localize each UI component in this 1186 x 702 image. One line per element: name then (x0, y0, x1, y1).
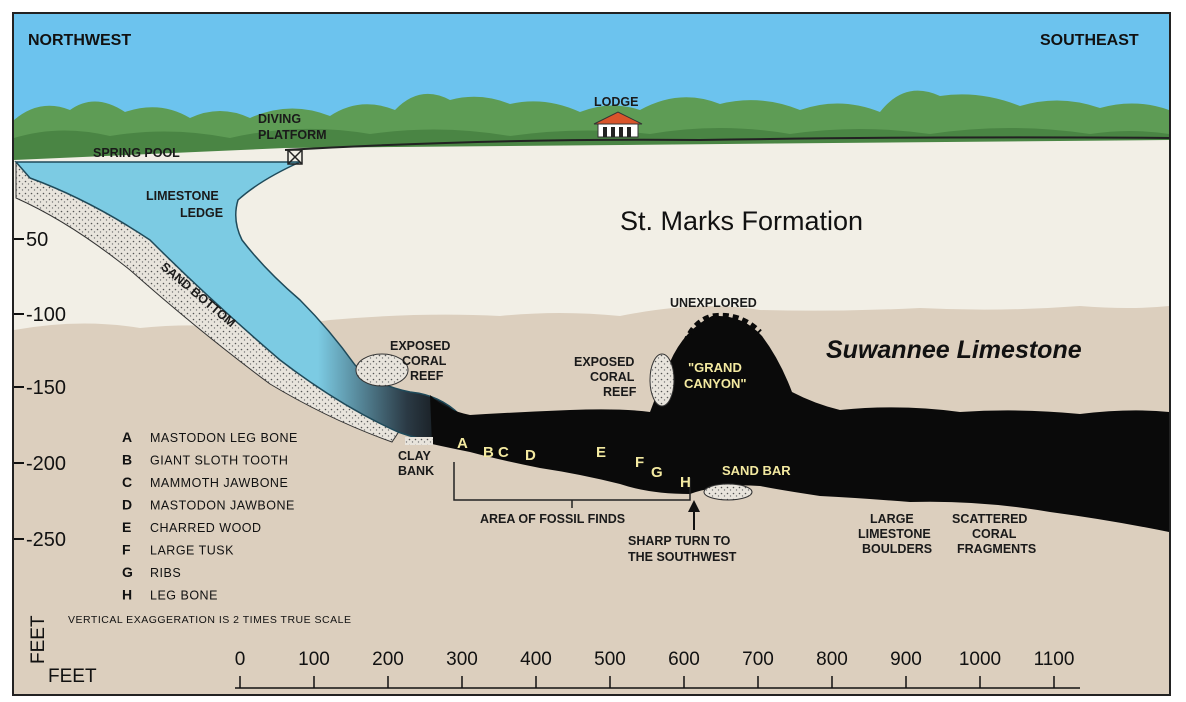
spring-water (14, 161, 461, 443)
depth-tick-label: -250 (26, 529, 66, 551)
fossil-marker-c: C (498, 444, 509, 461)
label-boulders-1: LARGE (870, 512, 914, 526)
unexplored-boundary (679, 312, 762, 353)
distance-tick-label: 200 (372, 649, 404, 670)
distance-tick-label: 300 (446, 649, 478, 670)
diving-platform-icon (287, 149, 303, 165)
label-clay-bank-1: CLAY (398, 449, 432, 463)
depth-tick-label: -100 (26, 304, 66, 326)
label-diving-platform-2: PLATFORM (258, 128, 327, 142)
formation-st-marks: St. Marks Formation (620, 206, 863, 236)
legend-letter-b: B (122, 452, 132, 468)
distance-tick-label: 1000 (959, 649, 1001, 670)
direction-northwest: NORTHWEST (28, 32, 131, 49)
fossil-marker-f: F (635, 454, 644, 471)
coral-reef-2 (649, 353, 675, 407)
distance-tick-label: 600 (668, 649, 700, 670)
label-scattered-3: FRAGMENTS (957, 542, 1036, 556)
fossil-legend: A MASTODON LEG BONE B GIANT SLOTH TOOTH C MAM… (122, 429, 298, 603)
distance-tick-label: 700 (742, 649, 774, 670)
clay-bank-shape (405, 437, 433, 445)
legend-text-h: LEG BONE (150, 589, 218, 603)
depth-tick-label: 50 (26, 229, 48, 251)
label-sharp-turn-1: SHARP TURN TO (628, 534, 731, 548)
sand-bar-shape (703, 483, 753, 501)
legend-letter-c: C (122, 474, 132, 490)
legend-letter-e: E (122, 519, 131, 535)
distance-tick-label: 500 (594, 649, 626, 670)
direction-southeast: SOUTHEAST (1040, 32, 1139, 49)
label-clay-bank-2: BANK (398, 464, 434, 478)
label-grand-canyon-1: "GRAND (688, 360, 742, 375)
fossil-marker-b: B (483, 444, 494, 461)
legend-text-e: CHARRED WOOD (150, 521, 262, 535)
legend-letter-h: H (122, 587, 132, 603)
label-sand-bar: SAND BAR (722, 463, 791, 478)
label-limestone-ledge-2: LEDGE (180, 206, 223, 220)
label-coral-reef-1-3: REEF (410, 369, 444, 383)
st-marks-layer (14, 140, 1169, 330)
legend-text-d: MASTODON JAWBONE (150, 499, 295, 513)
legend-letter-d: D (122, 497, 132, 513)
label-lodge: LODGE (594, 95, 638, 109)
label-scattered-2: CORAL (972, 527, 1017, 541)
fossil-marker-d: D (525, 447, 536, 464)
legend-letter-a: A (122, 429, 132, 445)
label-boulders-3: BOULDERS (862, 542, 932, 556)
legend-letter-f: F (122, 542, 131, 558)
label-coral-reef-1-2: CORAL (402, 354, 447, 368)
fossil-marker-h: H (680, 474, 691, 491)
legend-letter-g: G (122, 564, 133, 580)
sharp-turn-arrow (688, 500, 700, 530)
label-coral-reef-2-2: CORAL (590, 370, 635, 384)
cave-passage (430, 315, 1169, 532)
depth-tick-label: -150 (26, 377, 66, 399)
depth-axis-label: FEET (28, 615, 49, 664)
legend-text-a: MASTODON LEG BONE (150, 431, 298, 445)
distance-tick-label: 100 (298, 649, 330, 670)
legend-text-f: LARGE TUSK (150, 544, 234, 558)
label-unexplored: UNEXPLORED (670, 296, 757, 310)
ground-surface (284, 136, 1170, 151)
distance-tick-label: 900 (890, 649, 922, 670)
distance-axis: 0 100 200 300 400 500 600 700 800 900 1000 1100 (235, 649, 1080, 689)
label-spring-pool: SPRING POOL (93, 146, 180, 160)
fossil-marker-g: G (651, 464, 663, 481)
label-diving-platform-1: DIVING (258, 112, 301, 126)
label-coral-reef-2-1: EXPOSED (574, 355, 634, 369)
label-coral-reef-2-3: REEF (603, 385, 637, 399)
label-fossil-area: AREA OF FOSSIL FINDS (480, 512, 625, 526)
distance-tick-label: 800 (816, 649, 848, 670)
scale-note: VERTICAL EXAGGERATION IS 2 TIMES TRUE SC… (68, 614, 352, 626)
fossil-marker-e: E (596, 444, 606, 461)
distance-tick-label: 1100 (1034, 649, 1075, 670)
formation-suwannee: Suwannee Limestone (826, 336, 1082, 364)
distance-tick-label: 0 (235, 649, 246, 670)
label-scattered-1: SCATTERED (952, 512, 1027, 526)
legend-text-b: GIANT SLOTH TOOTH (150, 454, 288, 468)
lodge-icon (593, 111, 643, 138)
label-sharp-turn-2: THE SOUTHWEST (628, 550, 737, 564)
distance-tick-label: 400 (520, 649, 552, 670)
label-limestone-ledge-1: LIMESTONE (146, 189, 219, 203)
distance-axis-label: FEET (48, 666, 97, 687)
label-coral-reef-1-1: EXPOSED (390, 339, 450, 353)
legend-text-g: RIBS (150, 566, 181, 580)
label-grand-canyon-2: CANYON" (684, 376, 747, 391)
fossil-marker-a: A (457, 435, 468, 452)
depth-axis: 50 -100 -150 -200 -250 (14, 229, 66, 551)
coral-reef-1 (355, 353, 409, 387)
depth-tick-label: -200 (26, 453, 66, 475)
legend-text-c: MAMMOTH JAWBONE (150, 476, 288, 490)
label-boulders-2: LIMESTONE (858, 527, 931, 541)
